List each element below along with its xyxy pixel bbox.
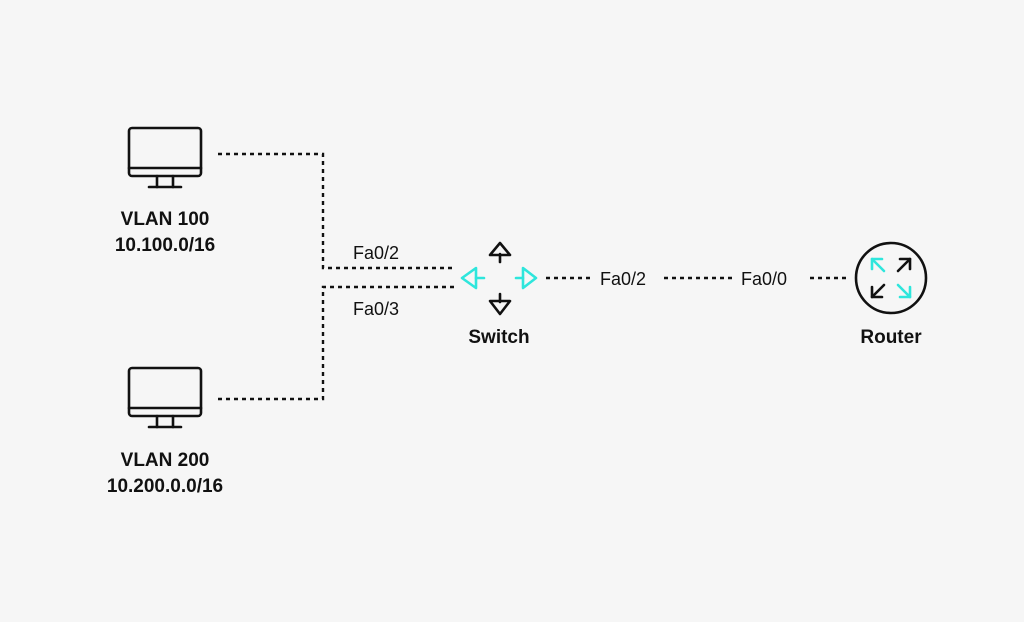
vlan100-name: VLAN 100	[121, 209, 210, 230]
vlan100-subnet: 10.100.0/16	[115, 235, 215, 256]
vlan200-subnet: 10.200.0.0/16	[107, 476, 223, 497]
desktop-monitor-icon	[127, 366, 203, 429]
port-label-router-fa0-0: Fa0/0	[741, 269, 787, 289]
desktop-monitor-icon	[127, 126, 203, 189]
router-name: Router	[860, 327, 922, 348]
link-vlan100-switch	[218, 152, 454, 270]
switch-arrows-icon	[460, 241, 538, 316]
port-label-switch-fa0-2: Fa0/2	[600, 269, 646, 289]
router-icon	[854, 241, 928, 315]
port-label-fa0-3-vlan200: Fa0/3	[353, 299, 399, 319]
link-vlan200-switch	[218, 285, 454, 401]
port-label-fa0-2-vlan100: Fa0/2	[353, 243, 399, 263]
switch-name: Switch	[468, 327, 529, 348]
vlan200-name: VLAN 200	[121, 450, 210, 471]
